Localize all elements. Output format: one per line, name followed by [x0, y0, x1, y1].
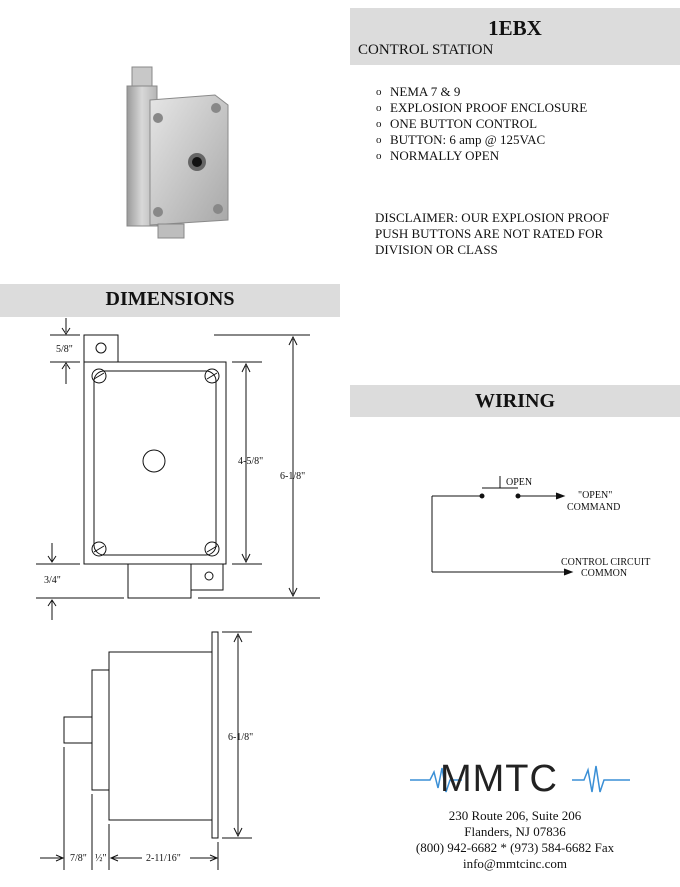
wiring-common-label-1: CONTROL CIRCUIT	[561, 557, 650, 568]
dim-bottom-gap: 3/4"	[44, 575, 61, 586]
disclaimer-text: DISCLAIMER: OUR EXPLOSION PROOF PUSH BUT…	[375, 210, 610, 257]
phone-line: (800) 942-6682 * (973) 584-6682 Fax	[415, 840, 615, 855]
dimensions-header: DIMENSIONS	[0, 284, 340, 317]
wiring-common-label-2: COMMON	[581, 568, 627, 579]
product-model: 1EBX	[488, 16, 542, 40]
dim-body-depth: 2-11/16"	[146, 853, 181, 864]
wiring-output-label-1: "OPEN"	[578, 490, 612, 501]
address-line-1: 230 Route 206, Suite 206	[448, 808, 582, 823]
side-view	[40, 631, 252, 870]
email-link[interactable]: info@mmtcinc.com	[462, 856, 568, 871]
dim-overall-height: 6-1/8"	[280, 471, 305, 482]
wiring-switch-label: OPEN	[506, 477, 532, 488]
title-bar: 1EBX CONTROL STATION	[350, 8, 680, 65]
wiring-output-label-2: COMMAND	[567, 502, 620, 513]
dim-inner-height: 4-5/8"	[238, 456, 263, 467]
dim-button-depth: 7/8"	[70, 853, 87, 864]
front-view	[36, 318, 320, 620]
contact-block: 230 Route 206, Suite 206 Flanders, NJ 07…	[400, 808, 630, 872]
wiring-header: WIRING	[350, 385, 680, 417]
wiring-title: WIRING	[474, 390, 555, 412]
dimensions-title: DIMENSIONS	[105, 288, 235, 310]
dim-side-height: 6-1/8"	[228, 732, 253, 743]
dim-flange: ½"	[95, 853, 107, 864]
company-logo: MMTC	[440, 758, 558, 800]
wiring-diagram	[431, 476, 574, 576]
dim-top-tab: 5/8"	[56, 344, 73, 355]
address-line-2: Flanders, NJ 07836	[464, 824, 566, 839]
product-subtitle: CONTROL STATION	[358, 42, 494, 58]
